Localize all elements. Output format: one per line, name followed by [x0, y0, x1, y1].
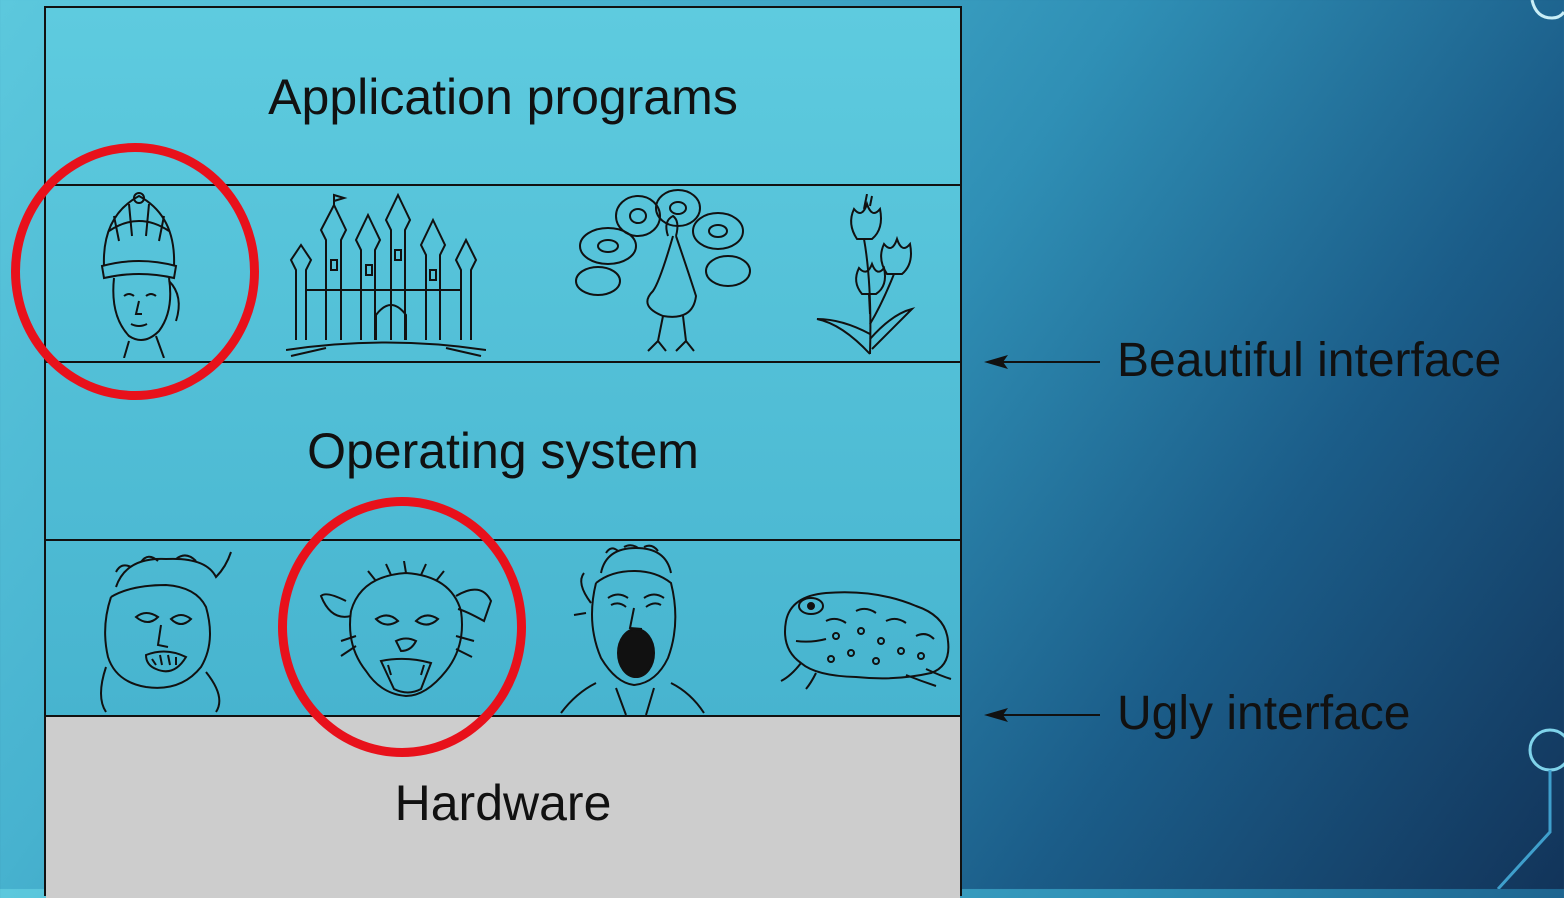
beautiful-interface-label: Beautiful interface [1117, 334, 1502, 387]
dog-highlight-ring [278, 497, 526, 757]
divider-ugly [46, 715, 960, 717]
hardware-label: Hardware [394, 774, 612, 831]
divider-beautiful [46, 361, 960, 363]
hardware-layer: Hardware [46, 717, 960, 898]
application-programs-label: Application programs [268, 68, 738, 125]
operating-system-label: Operating system [307, 423, 699, 479]
queen-highlight-ring [11, 143, 259, 400]
toad-icon [780, 591, 952, 690]
ugly-interface-arrow [984, 708, 1100, 722]
divider-os [46, 539, 960, 541]
operating-system-layer: Operating system [46, 363, 960, 539]
flower-icon [816, 194, 916, 355]
circuit-decoration-top [1530, 0, 1564, 20]
castle-icon [286, 192, 486, 357]
circuit-decoration-bottom [1496, 728, 1564, 889]
peacock-icon [575, 189, 751, 352]
os-layer-diagram: Application programs [44, 6, 962, 898]
beautiful-interface-arrow [984, 355, 1100, 369]
application-programs-layer: Application programs [46, 8, 960, 185]
divider-app [46, 184, 960, 186]
ugly-face-icon [100, 551, 232, 713]
ugly-interface-label: Ugly interface [1117, 687, 1411, 740]
screaming-man-icon [560, 544, 705, 715]
